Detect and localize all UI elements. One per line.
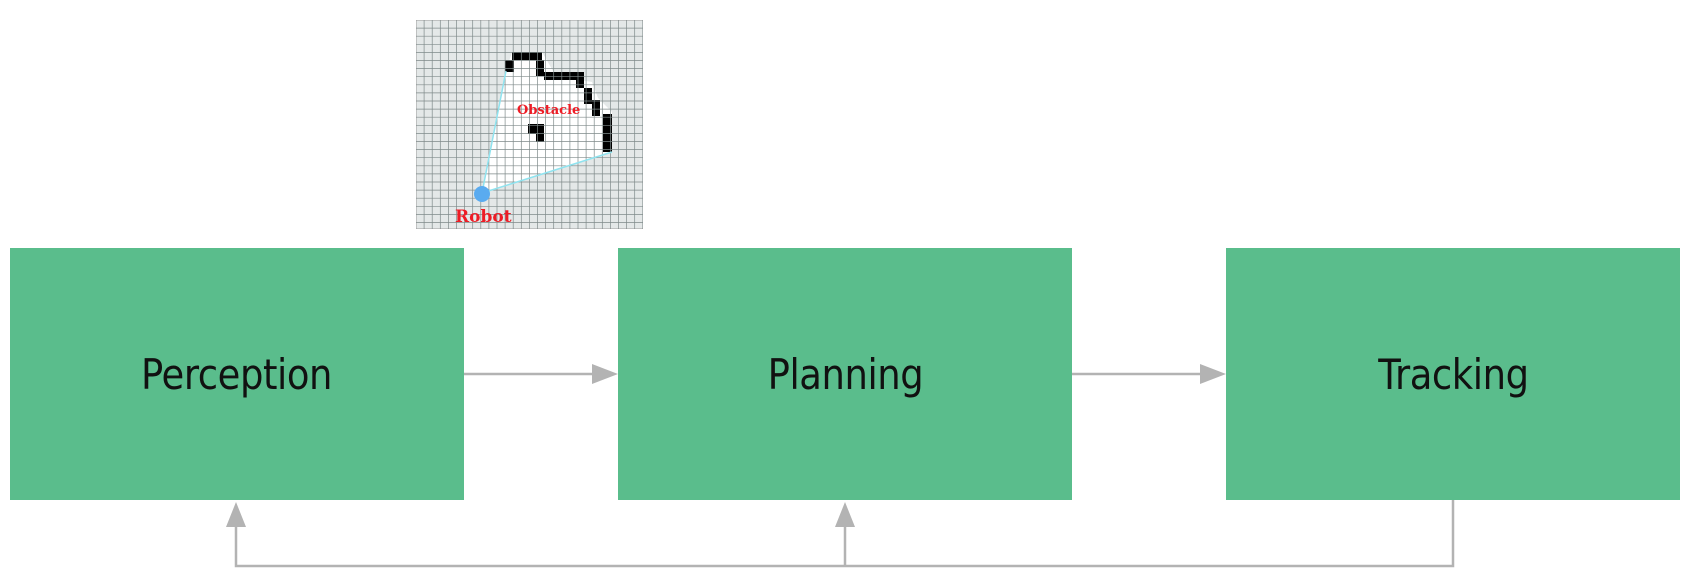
arrowhead-feedback-perception [226, 502, 246, 527]
tracking-label: Tracking [1377, 349, 1529, 399]
planning-label: Planning [767, 349, 923, 399]
tracking-block: Tracking [1226, 248, 1680, 500]
arrowhead-feedback-planning [835, 502, 855, 527]
obstacle-label: Obstacle [517, 103, 580, 118]
arrowhead-tracking [1200, 364, 1226, 384]
robot-dot [474, 186, 490, 202]
occupancy-grid-svg: Obstacle Robot [416, 20, 643, 229]
obstacle-cells [505, 52, 612, 152]
occupancy-grid-image: Obstacle Robot [416, 20, 643, 229]
planning-block: Planning [618, 248, 1072, 500]
robot-label: Robot [455, 207, 512, 227]
grid-lines [416, 20, 643, 229]
ray-right [481, 151, 613, 194]
perception-block: Perception [10, 248, 464, 500]
arrowhead-planning [592, 364, 618, 384]
perception-label: Perception [141, 349, 333, 399]
ray-left [481, 70, 507, 194]
